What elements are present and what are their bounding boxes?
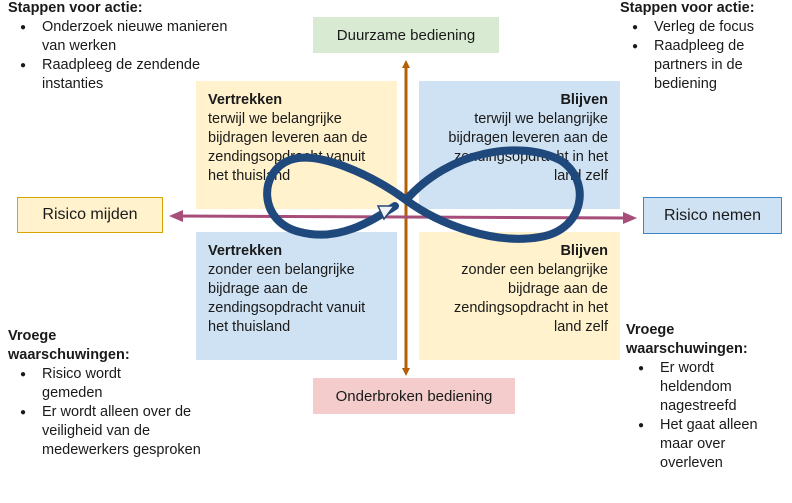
axis-label-bottom: Onderbroken bediening (313, 378, 515, 414)
actions-right: Stappen voor actie: Verleg de focus Raad… (620, 0, 790, 94)
quadrant-top-left: Vertrekken terwijl we belangrijke bijdra… (196, 81, 397, 209)
warnings-right-heading: Vroege waarschuwingen: (626, 322, 748, 357)
warnings-left-item: Risico wordt gemeden (8, 365, 162, 403)
actions-right-item: Verleg de focus (620, 18, 790, 37)
warnings-right-item: Er wordt heldendom nagestreefd (626, 359, 760, 416)
actions-left: Stappen voor actie: Onderzoek nieuwe man… (8, 0, 243, 94)
warnings-left: Vroege waarschuwingen: Risico wordt geme… (8, 327, 203, 460)
actions-left-item: Raadpleeg de zendende instanties (8, 56, 243, 94)
warnings-right: Vroege waarschuwingen: Er wordt heldendo… (626, 321, 790, 473)
quadrant-top-left-heading: Vertrekken (208, 92, 283, 108)
quadrant-top-left-text: terwijl we belangrijke bijdragen leveren… (208, 111, 368, 184)
horizontal-axis-arrow-left (169, 210, 407, 223)
quadrant-bottom-left-text: zonder een belangrijke bijdrage aan de z… (208, 262, 366, 335)
axis-label-left: Risico mijden (17, 197, 163, 233)
quadrant-top-right-text: terwijl we belangrijke bijdragen leveren… (448, 111, 608, 184)
quadrant-bottom-right-heading: Blijven (560, 243, 608, 259)
actions-right-item: Raadpleeg de partners in de bediening (620, 37, 764, 94)
actions-left-heading: Stappen voor actie: (8, 0, 143, 16)
axis-label-right: Risico nemen (643, 197, 782, 234)
quadrant-bottom-right-text: zonder een belangrijke bijdrage aan de z… (454, 262, 608, 335)
warnings-left-item: Er wordt alleen over de veiligheid van d… (8, 403, 203, 460)
horizontal-axis-arrow-right (405, 211, 637, 224)
quadrant-top-right-heading: Blijven (560, 92, 608, 108)
warnings-right-item: Het gaat alleen maar over overleven (626, 416, 770, 473)
axis-label-top: Duurzame bediening (313, 17, 499, 53)
quadrant-top-right: Blijven terwijl we belangrijke bijdragen… (419, 81, 620, 209)
quadrant-bottom-right: Blijven zonder een belangrijke bijdrage … (419, 232, 620, 360)
actions-right-heading: Stappen voor actie: (620, 0, 755, 16)
quadrant-bottom-left-heading: Vertrekken (208, 243, 283, 259)
quadrant-bottom-left: Vertrekken zonder een belangrijke bijdra… (196, 232, 397, 360)
warnings-left-heading: Vroege waarschuwingen: (8, 328, 130, 363)
actions-left-item: Onderzoek nieuwe manieren van werken (8, 18, 243, 56)
